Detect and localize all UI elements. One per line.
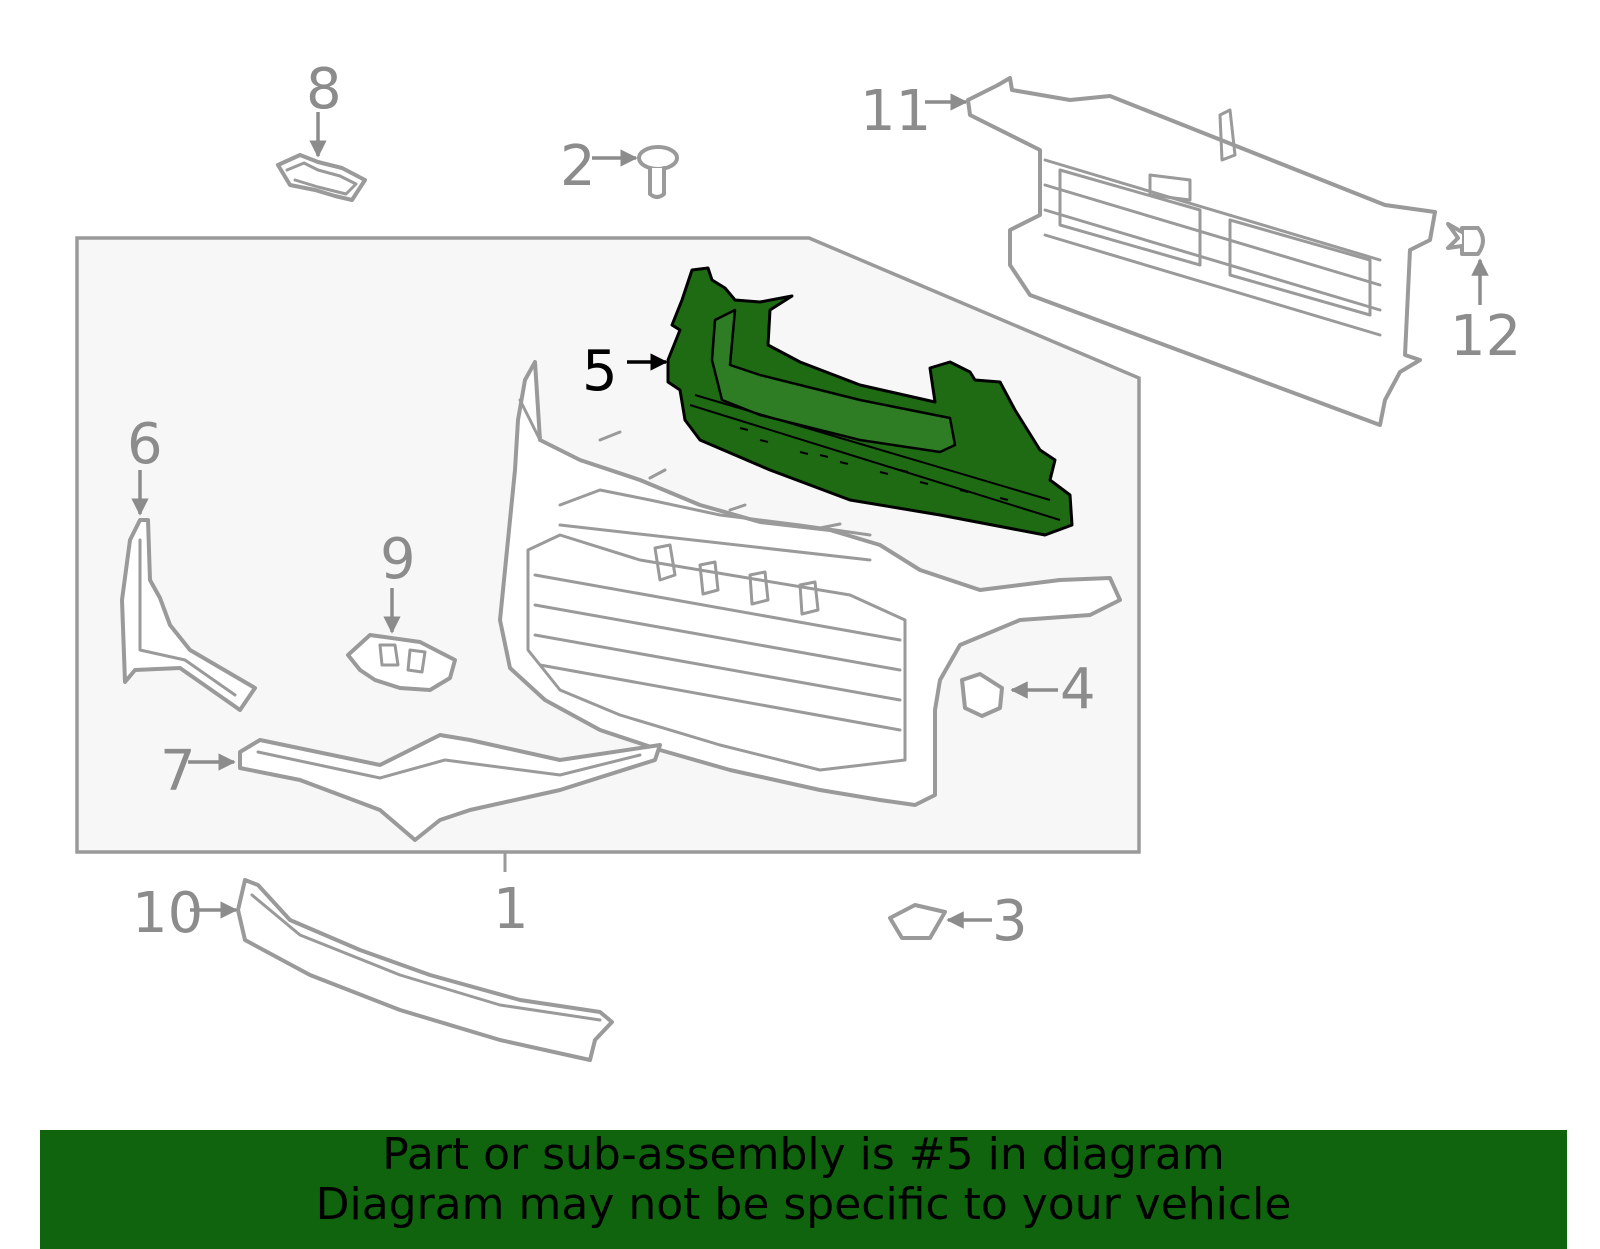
callout-8: 8	[306, 57, 342, 122]
bolt-part-2[interactable]	[637, 145, 679, 199]
banner-line-part-number: Part or sub-assembly is #5 in diagram	[382, 1129, 1225, 1180]
callout-11: 11	[860, 79, 931, 144]
emblem-part-8[interactable]	[276, 153, 367, 202]
clip-part-4[interactable]	[960, 672, 1004, 718]
side-molding-part-6[interactable]	[120, 518, 257, 712]
callout-6: 6	[127, 412, 163, 477]
callout-2: 2	[560, 134, 596, 199]
callout-4: 4	[1060, 657, 1096, 722]
callout-10: 10	[132, 881, 203, 946]
callout-9: 9	[380, 527, 416, 592]
grille-part-1[interactable]	[498, 360, 1122, 807]
callout-1: 1	[493, 877, 529, 942]
callout-3: 3	[992, 889, 1028, 954]
callout-7: 7	[160, 739, 196, 804]
callout-5: 5	[582, 339, 618, 404]
lower-molding-part-10[interactable]	[236, 878, 614, 1062]
push-pin-part-12[interactable]	[1446, 222, 1485, 256]
air-shutter-part-11[interactable]	[966, 76, 1437, 427]
lower-trim-part-7[interactable]	[238, 733, 662, 842]
grille-support-part-5[interactable]	[666, 266, 1074, 537]
bracket-part-9[interactable]	[346, 633, 457, 692]
banner-line-disclaimer: Diagram may not be specific to your vehi…	[315, 1179, 1292, 1230]
clip-part-3[interactable]	[888, 903, 947, 940]
info-banner: Part or sub-assembly is #5 in diagram Di…	[40, 1130, 1567, 1249]
callout-12: 12	[1450, 304, 1521, 369]
